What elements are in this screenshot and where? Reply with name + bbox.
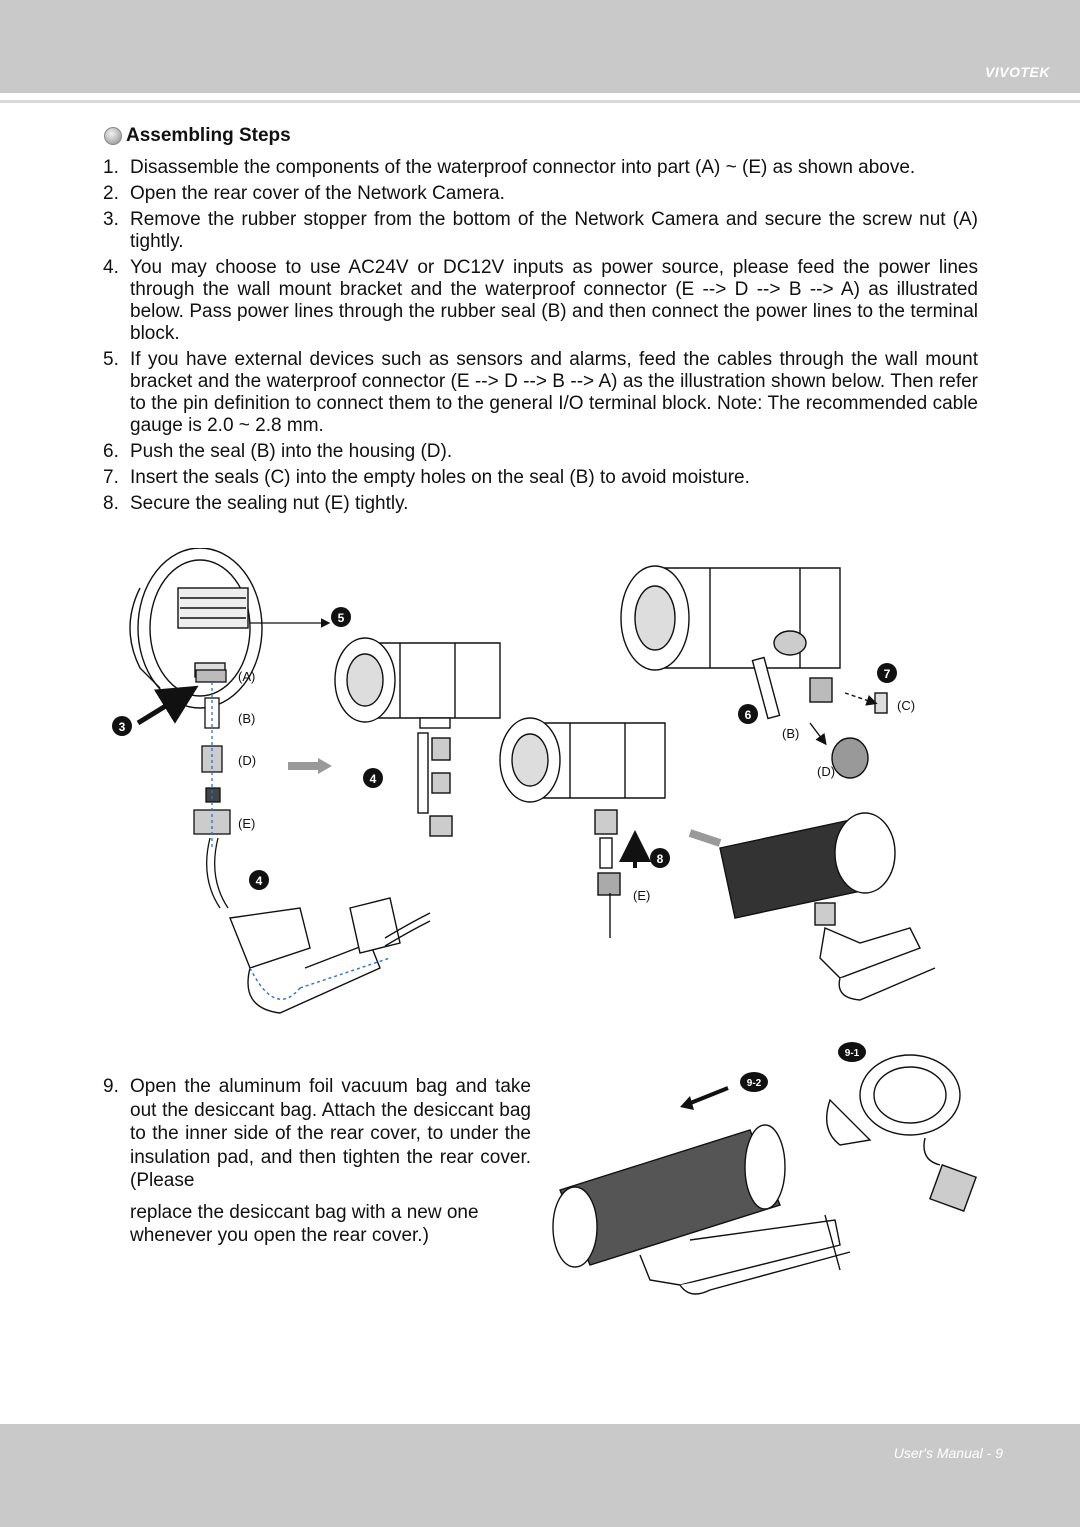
step-number: 7. <box>103 467 119 488</box>
list-item: 6. Push the seal (B) into the housing (D)… <box>103 441 978 463</box>
section-title: Assembling Steps <box>126 125 291 146</box>
list-item: 1. Disassemble the components of the wate… <box>103 157 978 179</box>
camera-body-middle <box>334 637 501 837</box>
step-text: Open the rear cover of the Network Camer… <box>130 183 505 204</box>
direction-arrow-head <box>318 758 332 774</box>
svg-text:7: 7 <box>884 667 891 681</box>
step-text: If you have external devices such as sen… <box>130 349 978 436</box>
step-text: Push the seal (B) into the housing (D). <box>130 441 453 462</box>
step-number: 1. <box>103 157 119 178</box>
label-e-right: (E) <box>633 888 650 903</box>
brand-logo: VIVOTEK <box>985 64 1050 80</box>
step-badge-9-2: 9-2 <box>740 1072 768 1092</box>
step3-arrow <box>136 685 199 726</box>
wall-mount-bracket <box>229 897 431 1014</box>
list-item: 7. Insert the seals (C) into the empty ho… <box>103 467 978 489</box>
step-badge-6: 6 <box>738 704 758 724</box>
label-c: (C) <box>897 698 915 713</box>
step-badge-7: 7 <box>877 663 897 683</box>
page-footer: User's Manual - 9 <box>893 1445 1003 1461</box>
list-item: 2. Open the rear cover of the Network Cam… <box>103 183 978 205</box>
step-9: 9. Open the aluminum foil vacuum bag and… <box>103 1075 531 1248</box>
header-divider <box>0 100 1080 103</box>
list-item: 5. If you have external devices such as s… <box>103 349 978 437</box>
list-item: 3. Remove the rubber stopper from the bot… <box>103 209 978 253</box>
connector-parts-stack <box>193 669 231 909</box>
header-bar <box>0 0 1080 93</box>
step-badge-3: 3 <box>112 716 132 736</box>
step-number: 6. <box>103 441 119 462</box>
step-number: 3. <box>103 209 119 230</box>
svg-text:5: 5 <box>338 611 345 625</box>
camera-body-right-bottom <box>719 812 936 1001</box>
step-badge-5: 5 <box>331 607 351 627</box>
camera-body-center <box>499 717 666 938</box>
label-a: (A) <box>238 669 255 684</box>
svg-text:4: 4 <box>256 874 263 888</box>
direction-arrow <box>688 829 722 847</box>
svg-text:9-1: 9-1 <box>845 1048 860 1059</box>
rotate-arrow <box>687 1086 729 1106</box>
step-text-continued: replace the desiccant bag with a new one… <box>130 1201 479 1247</box>
svg-text:6: 6 <box>745 708 752 722</box>
step-number: 8. <box>103 493 119 514</box>
step-text: Insert the seals (C) into the empty hole… <box>130 467 750 488</box>
step-number: 4. <box>103 257 119 278</box>
step-number: 9. <box>103 1076 119 1097</box>
list-item: 8. Secure the sealing nut (E) tightly. <box>103 493 978 515</box>
label-b-right: (B) <box>782 726 799 741</box>
rotate-arrow-head <box>680 1096 694 1110</box>
step-text: Remove the rubber stopper from the botto… <box>130 209 978 252</box>
camera-with-rear-cover <box>552 1124 851 1295</box>
step-text: Secure the sealing nut (E) tightly. <box>130 493 409 514</box>
step-badge-4: 4 <box>363 768 383 788</box>
step-badge-4: 4 <box>249 870 269 890</box>
label-d-right: (D) <box>817 764 835 779</box>
camera-body-right-top <box>620 565 888 779</box>
svg-text:4: 4 <box>370 772 377 786</box>
label-b: (B) <box>238 711 255 726</box>
rear-cover-open <box>826 1054 977 1212</box>
step-badge-9-1: 9-1 <box>838 1042 866 1062</box>
step-number: 2. <box>103 183 119 204</box>
camera-rear-open <box>129 548 331 709</box>
svg-text:3: 3 <box>119 720 126 734</box>
label-e: (E) <box>238 816 255 831</box>
step-text: Disassemble the components of the waterp… <box>130 157 916 178</box>
svg-text:9-2: 9-2 <box>747 1078 762 1089</box>
step-text: You may choose to use AC24V or DC12V inp… <box>130 257 978 344</box>
steps-list: 1. Disassemble the components of the wate… <box>103 157 978 519</box>
step-text: Open the aluminum foil vacuum bag and ta… <box>130 1076 531 1191</box>
svg-text:8: 8 <box>657 852 664 866</box>
footer-bar <box>0 1424 1080 1527</box>
assembly-illustration: (A) (B) (D) (E) (C) (B) (D) (E) 3 5 4 4 … <box>112 548 936 1014</box>
step-badge-8: 8 <box>650 848 670 868</box>
list-item: 4. You may choose to use AC24V or DC12V i… <box>103 257 978 345</box>
desiccant-illustration: 9-1 9-2 <box>552 1042 977 1295</box>
section-heading: Assembling Steps <box>104 125 291 147</box>
step-number: 5. <box>103 349 119 370</box>
round-bullet-icon <box>104 127 122 145</box>
label-d: (D) <box>238 753 256 768</box>
